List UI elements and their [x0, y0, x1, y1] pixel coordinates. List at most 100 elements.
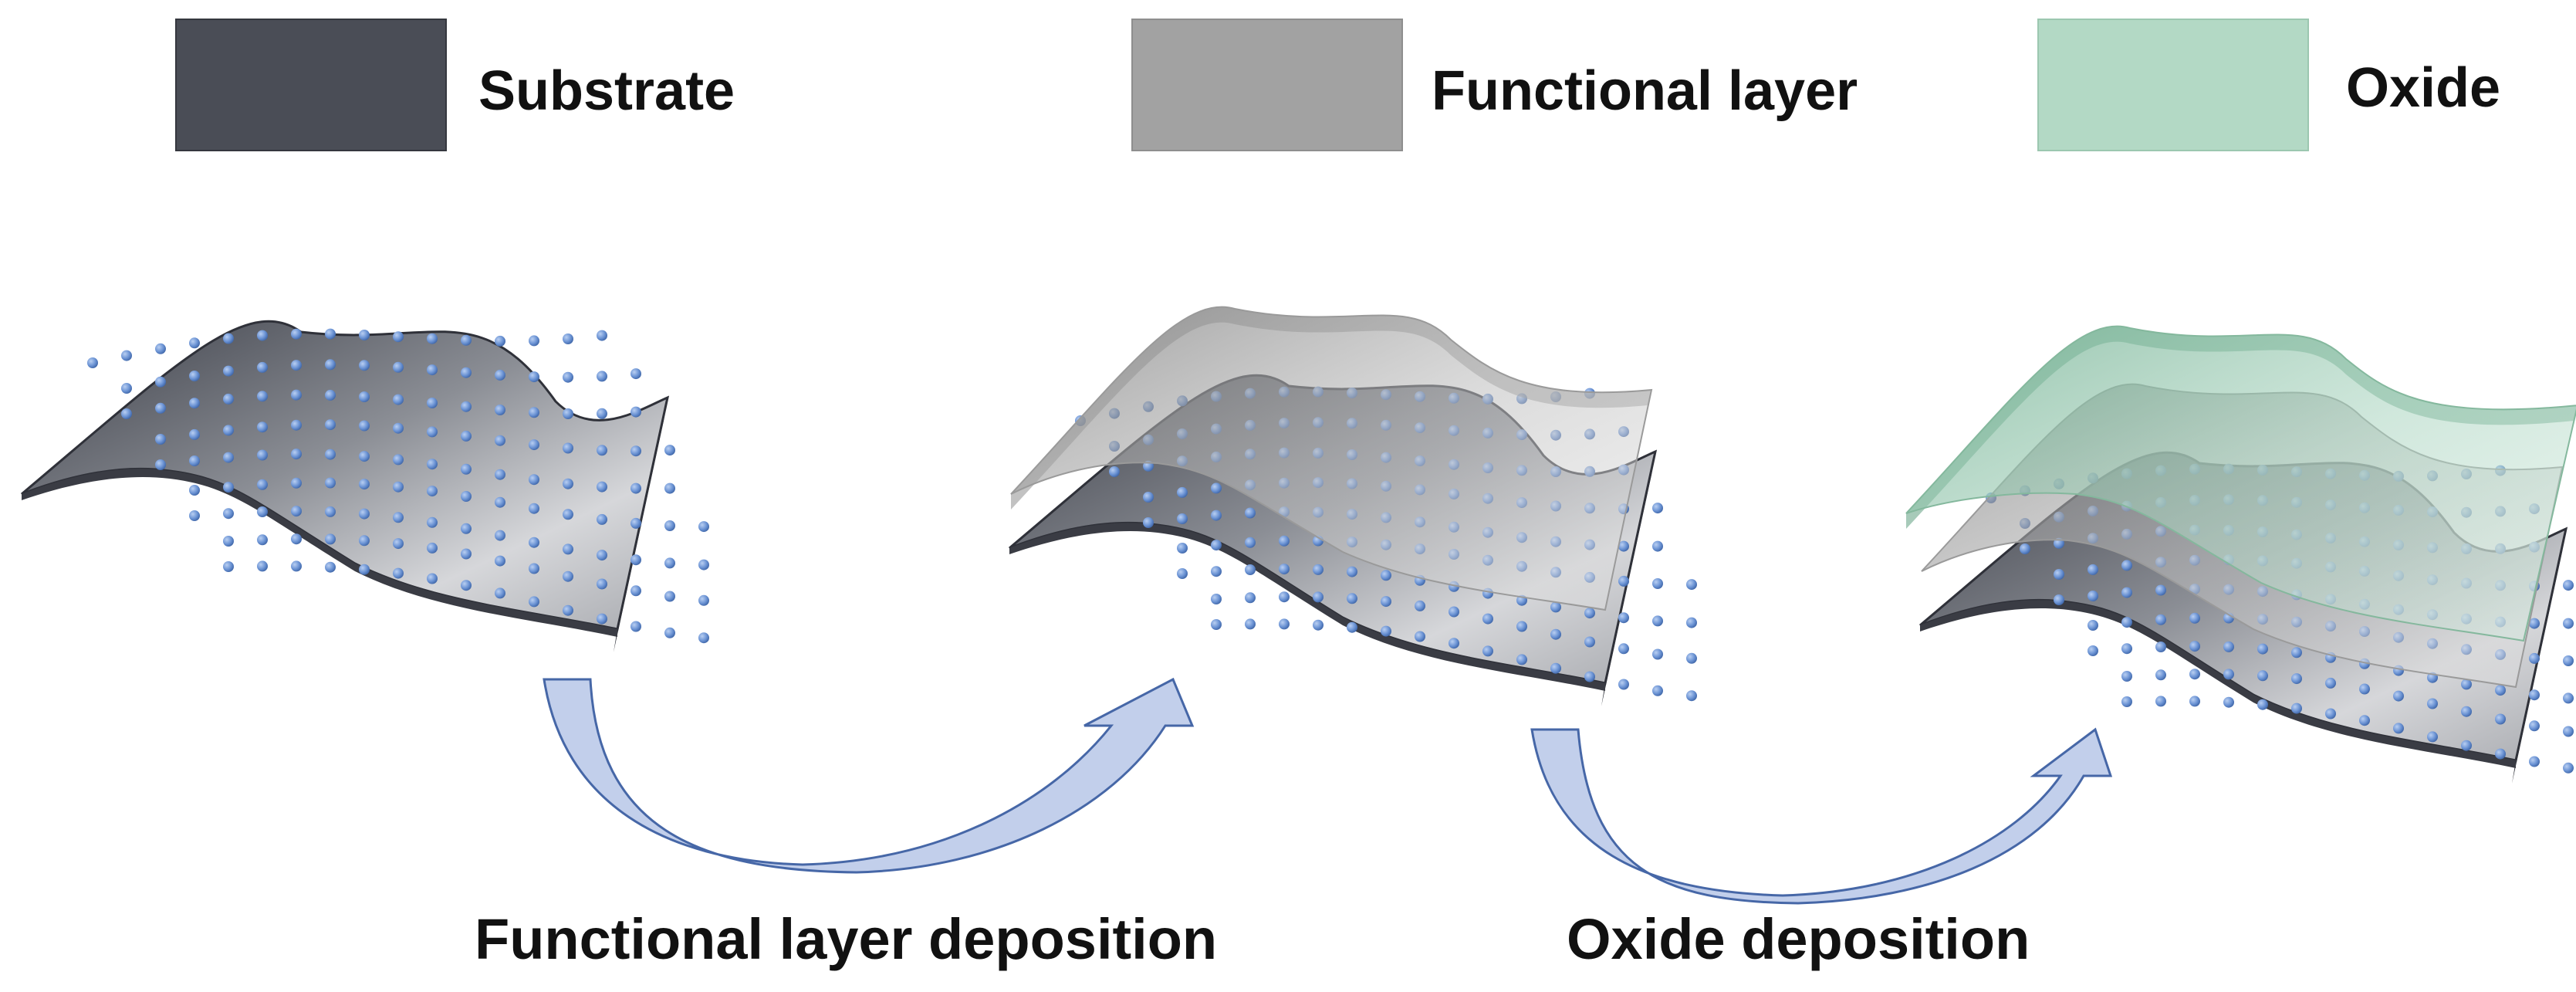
atom-dot — [2461, 679, 2472, 690]
atom-dot — [2393, 723, 2404, 734]
atom-dot — [291, 389, 302, 401]
atom-dot — [2495, 685, 2506, 696]
atom-dot — [664, 520, 675, 531]
atom-dot — [1245, 537, 1256, 548]
atom-dot — [1381, 596, 1391, 608]
atom-dot — [664, 445, 675, 456]
atom-dot — [461, 523, 472, 534]
atom-dot — [2495, 713, 2506, 725]
atom-dot — [563, 509, 573, 520]
atom-dot — [1415, 600, 1425, 611]
atom-dot — [2189, 612, 2200, 624]
atom-dot — [1618, 643, 1629, 655]
atom-dot — [597, 481, 607, 493]
atom-dot — [529, 503, 539, 514]
atom-dot — [291, 419, 302, 431]
atom-dot — [325, 328, 336, 340]
atom-dot — [325, 389, 336, 401]
atom-dot — [630, 482, 641, 494]
legend-oxide-label: Oxide — [2346, 57, 2501, 119]
atom-dot — [2427, 698, 2438, 709]
atom-dot — [630, 517, 641, 529]
atom-dot — [1177, 568, 1188, 579]
atom-dot — [495, 405, 505, 415]
atom-dot — [2121, 671, 2132, 682]
atom-dot — [2461, 706, 2472, 717]
atom-dot — [2223, 696, 2234, 708]
atom-dot — [461, 463, 472, 475]
atom-dot — [223, 508, 234, 520]
atom-dot — [461, 367, 472, 378]
atom-dot — [1584, 671, 1595, 682]
legend-functional-swatch — [1131, 19, 1403, 151]
atom-dot — [223, 393, 234, 405]
atom-dot — [2563, 580, 2574, 591]
panel-functional — [1009, 306, 1697, 706]
atom-dot — [495, 555, 505, 567]
atom-dot — [1143, 517, 1154, 528]
atom-dot — [2563, 762, 2574, 774]
atom-dot — [1109, 466, 1120, 477]
atom-dot — [427, 516, 438, 528]
atom-dot — [1652, 685, 1663, 696]
atom-dot — [1245, 618, 1256, 630]
atom-dot — [1381, 625, 1391, 637]
atom-dot — [2461, 740, 2472, 751]
atom-dot — [291, 533, 302, 545]
atom-dot — [1652, 648, 1663, 660]
atom-dot — [563, 408, 573, 419]
atom-dot — [529, 537, 539, 548]
atom-dot — [495, 369, 505, 381]
atom-dot — [563, 371, 573, 383]
atom-dot — [155, 402, 166, 414]
atom-dot — [529, 563, 539, 574]
atom-dot — [1143, 492, 1154, 503]
atom-dot — [257, 361, 268, 373]
atom-dot — [2393, 690, 2404, 702]
atom-dot — [1686, 617, 1697, 628]
atom-dot — [1584, 636, 1595, 648]
atom-dot — [223, 425, 234, 436]
atom-dot — [2359, 715, 2370, 726]
atom-dot — [359, 330, 370, 340]
panel-oxide — [1905, 325, 2576, 784]
atom-dot — [461, 580, 472, 591]
atom-dot — [698, 632, 709, 644]
atom-dot — [359, 360, 370, 371]
arrow-oxide-deposition — [1530, 727, 2113, 905]
legend-functional-label: Functional layer — [1432, 60, 1858, 122]
atom-dot — [2529, 756, 2540, 767]
atom-dot — [2155, 696, 2166, 707]
atom-dot — [1550, 601, 1561, 613]
atom-dot — [2291, 673, 2302, 685]
atom-dot — [2189, 641, 2200, 652]
atom-dot — [291, 449, 302, 460]
atom-dot — [257, 449, 268, 461]
atom-dot — [359, 420, 370, 432]
atom-dot — [359, 391, 370, 402]
atom-dot — [257, 422, 268, 433]
legend-substrate-label: Substrate — [478, 60, 735, 122]
atom-dot — [1550, 662, 1561, 674]
atom-dot — [223, 536, 234, 547]
legend-oxide-swatch — [2037, 19, 2309, 151]
atom-dot — [2257, 670, 2268, 682]
atom-dot — [2563, 726, 2574, 737]
atom-dot — [1211, 594, 1222, 604]
atom-dot — [1279, 564, 1290, 575]
atom-dot — [698, 559, 709, 570]
atom-dot — [291, 477, 302, 489]
legend-substrate-swatch — [175, 19, 447, 151]
atom-dot — [1652, 540, 1663, 552]
atom-dot — [664, 557, 675, 569]
atom-dot — [1618, 612, 1629, 624]
atom-dot — [495, 530, 505, 541]
atom-dot — [698, 521, 709, 533]
atom-dot — [2359, 683, 2370, 695]
atom-dot — [1313, 591, 1323, 603]
atom-dot — [495, 496, 505, 508]
atom-dot — [1211, 510, 1222, 521]
atom-dot — [427, 542, 438, 554]
atom-dot — [257, 534, 268, 546]
